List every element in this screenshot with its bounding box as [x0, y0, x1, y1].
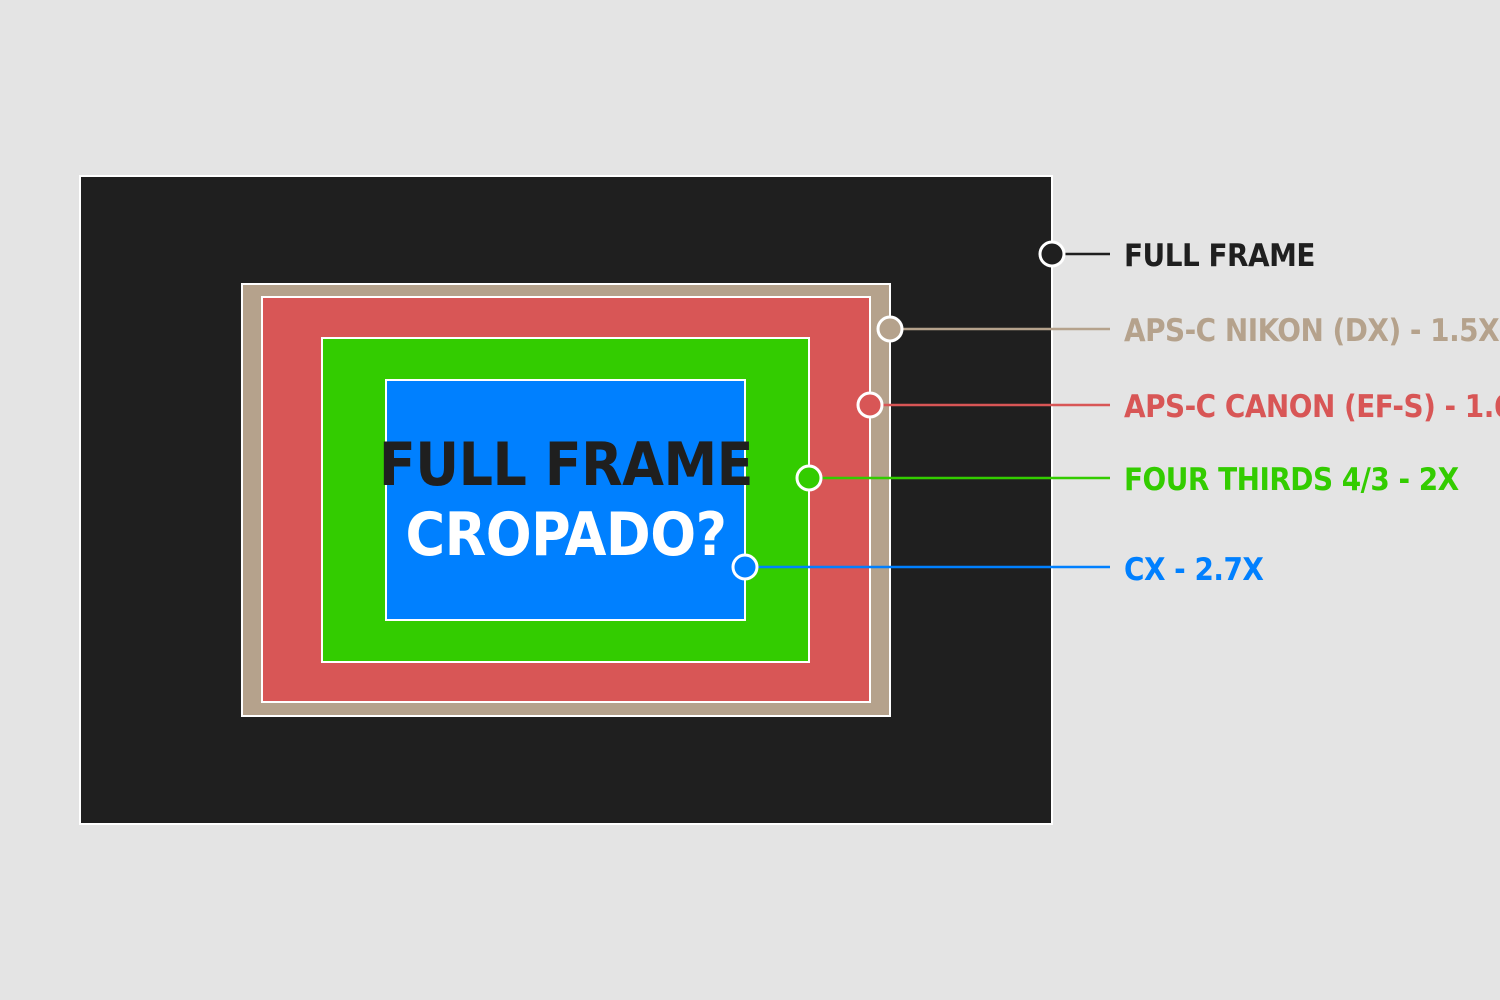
center-title-line2: CROPADO? [406, 500, 727, 570]
four-thirds-marker [795, 464, 823, 492]
cx-marker [731, 553, 759, 581]
cx-sensor [385, 379, 746, 621]
legend-label-full-frame: FULL FRAME [1124, 238, 1315, 274]
aps-c-nikon-marker [876, 315, 904, 343]
center-title-line1: FULL FRAME [379, 430, 753, 500]
aps-c-canon-marker [856, 391, 884, 419]
legend-label-aps-c-nikon: APS-C NIKON (DX) - 1.5X [1124, 313, 1499, 349]
legend-label-aps-c-canon: APS-C CANON (EF-S) - 1.6X [1124, 389, 1500, 425]
legend-label-cx: CX - 2.7X [1124, 552, 1263, 588]
full-frame-marker [1038, 240, 1066, 268]
legend-label-four-thirds: FOUR THIRDS 4/3 - 2X [1124, 462, 1459, 498]
